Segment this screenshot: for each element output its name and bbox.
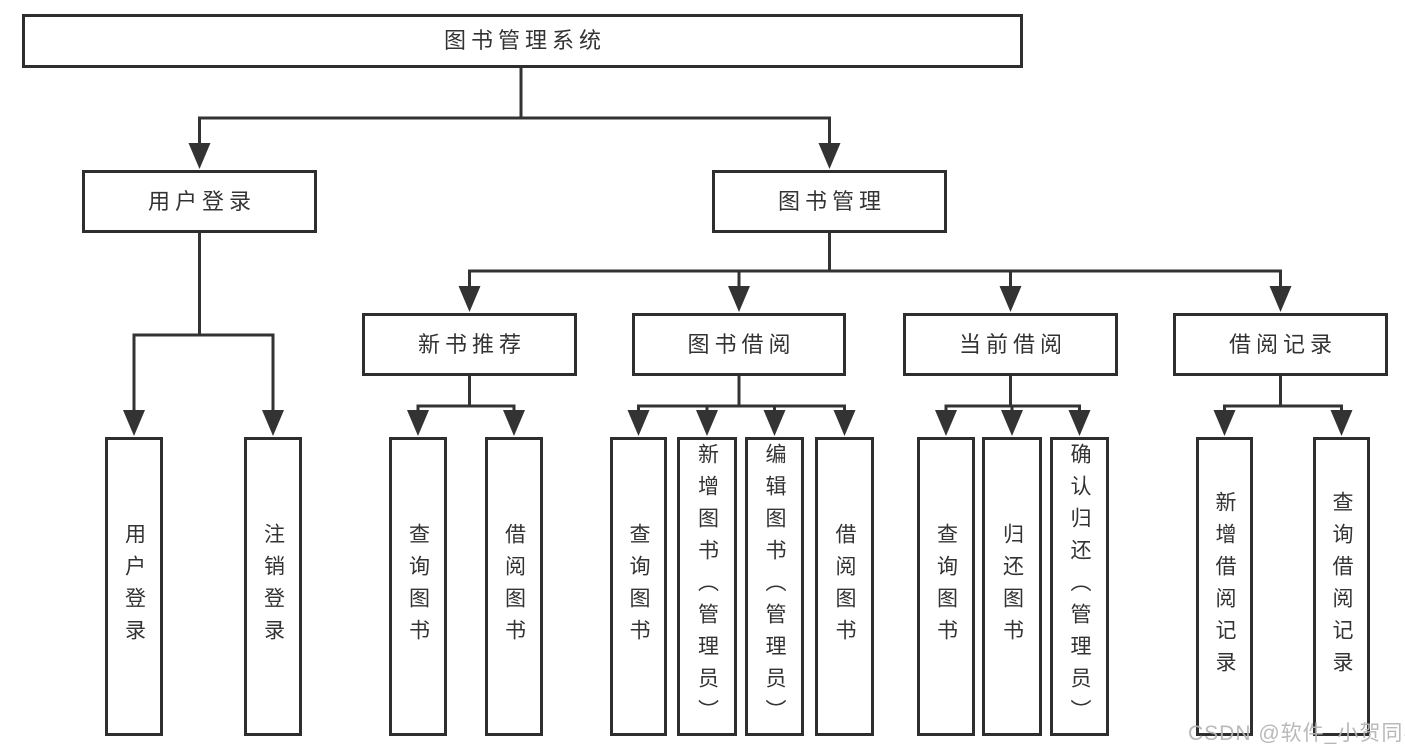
node-user-login: 用户登录 — [82, 170, 317, 233]
leaf-user-login: 用户登录 — [105, 437, 163, 736]
leaf-query-borrow-record: 查询借阅记录 — [1313, 437, 1370, 736]
leaf-query-books-1: 查询图书 — [389, 437, 447, 736]
node-book-management: 图书管理 — [712, 170, 947, 233]
leaf-confirm-return-admin: 确认归还（管理员） — [1050, 437, 1109, 736]
csdn-watermark: CSDN @软件_小贺同学 — [1188, 722, 1405, 745]
node-current-borrowing: 当前借阅 — [903, 313, 1118, 376]
connector-current-borrow — [944, 374, 1081, 416]
connector-book-mgmt — [468, 231, 1282, 292]
connector-new-book — [416, 374, 516, 416]
connector-root — [198, 66, 831, 148]
leaf-edit-books-admin: 编辑图书（管理员） — [745, 437, 804, 736]
connector-book-borrow — [637, 374, 846, 416]
leaf-add-borrow-record: 新增借阅记录 — [1196, 437, 1253, 736]
leaf-borrow-books-1: 借阅图书 — [485, 437, 543, 736]
leaf-return-books: 归还图书 — [982, 437, 1042, 736]
node-new-book-recommendation: 新书推荐 — [362, 313, 577, 376]
leaf-add-books-admin: 新增图书（管理员） — [677, 437, 737, 736]
node-borrowing-records: 借阅记录 — [1173, 313, 1388, 376]
arrowheads-level2 — [188, 143, 841, 169]
node-root: 图书管理系统 — [22, 14, 1023, 68]
leaf-logout: 注销登录 — [244, 437, 302, 736]
connector-user-login — [132, 231, 275, 418]
leaf-query-books-2: 查询图书 — [610, 437, 667, 736]
arrowheads-leaves — [123, 410, 1353, 436]
arrowheads-level3 — [458, 286, 1292, 312]
node-book-borrowing: 图书借阅 — [632, 313, 846, 376]
leaf-borrow-books-2: 借阅图书 — [815, 437, 874, 736]
connector-borrow-records — [1223, 374, 1343, 416]
leaf-query-books-3: 查询图书 — [917, 437, 975, 736]
